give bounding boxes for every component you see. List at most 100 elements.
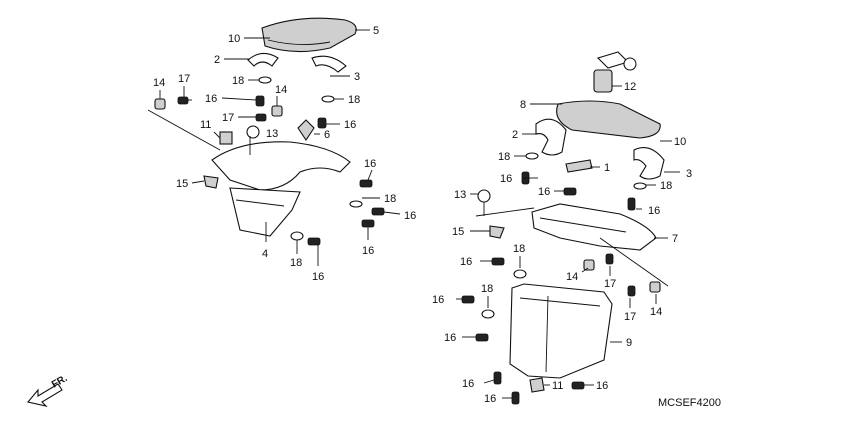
upper-cover: [211, 141, 351, 191]
washer-part-18: [349, 200, 363, 208]
front-direction-label: FR.: [50, 373, 70, 391]
callout-16: 16: [432, 294, 444, 306]
storage-box-part-4: [229, 187, 301, 237]
screw-part-16: [307, 237, 321, 246]
screw-part-16: [359, 179, 373, 188]
callout-4: 4: [262, 248, 268, 260]
callout-18: 18: [348, 94, 360, 106]
callout-14: 14: [275, 84, 287, 96]
callout-18: 18: [498, 151, 510, 163]
callout-7: 7: [672, 233, 678, 245]
callout-16: 16: [484, 393, 496, 405]
hinge-part-2: [535, 118, 567, 156]
callout-16: 16: [500, 173, 512, 185]
callout-16: 16: [362, 245, 374, 257]
nut-part-14: [154, 98, 166, 110]
lid-part-5: [261, 17, 357, 53]
callout-18: 18: [513, 243, 525, 255]
callout-11: 11: [200, 119, 211, 131]
key-lock-part-12: [593, 51, 637, 93]
callout-6: 6: [324, 129, 330, 141]
callout-16: 16: [312, 271, 324, 283]
callouts-right: 12 8 2 10 18 1 3 16 18 13 16 16 15 7 18 …: [432, 81, 692, 405]
washer-part-18: [633, 182, 647, 190]
callout-13: 13: [266, 128, 278, 140]
storage-box-part-9: [509, 283, 613, 379]
callout-2: 2: [512, 129, 518, 141]
callout-16: 16: [205, 93, 217, 105]
callout-16: 16: [344, 119, 356, 131]
callout-14: 14: [566, 271, 578, 283]
callout-13: 13: [454, 189, 466, 201]
callout-3: 3: [686, 168, 692, 180]
screw-part-17: [177, 96, 192, 105]
callouts-left: 10 5 2 18 3 18 14 17 16 14 17 13 11 16 6…: [153, 25, 416, 283]
callout-17: 17: [624, 311, 636, 323]
latch-part-1: [565, 159, 593, 173]
screw-part-16: [493, 371, 502, 385]
screw-part-17: [627, 285, 636, 297]
washer-part-18: [481, 309, 495, 319]
callout-17: 17: [604, 278, 616, 290]
callout-17: 17: [222, 112, 234, 124]
callout-16: 16: [364, 158, 376, 170]
clip-part-11: [529, 377, 545, 393]
callout-14: 14: [153, 77, 165, 89]
callout-18: 18: [232, 75, 244, 87]
hinge-part-2: [247, 52, 279, 67]
callout-9: 9: [626, 337, 632, 349]
screw-part-16: [491, 257, 505, 266]
washer-part-18: [321, 95, 335, 103]
callout-15: 15: [176, 178, 188, 190]
callout-16: 16: [596, 380, 608, 392]
callout-5: 5: [373, 25, 379, 37]
hinge-part-3: [311, 55, 347, 73]
callout-17: 17: [178, 73, 190, 85]
washer-part-18: [290, 231, 304, 241]
lid-part-8: [556, 100, 661, 139]
left-assembly: [147, 17, 401, 266]
callout-3: 3: [354, 71, 360, 83]
screw-part-16: [627, 197, 636, 211]
screw-part-16: [371, 207, 385, 216]
callout-14: 14: [650, 306, 662, 318]
screw-part-16: [511, 391, 520, 405]
screw-part-16: [461, 295, 475, 304]
clip-part-15: [489, 225, 505, 239]
callout-18: 18: [384, 193, 396, 205]
washer-part-18: [258, 76, 272, 84]
callout-16: 16: [462, 378, 474, 390]
callout-1: 1: [604, 162, 610, 174]
callout-15: 15: [452, 226, 464, 238]
callout-10: 10: [674, 136, 686, 148]
screw-part-16: [571, 381, 585, 390]
screw-part-17: [255, 113, 267, 122]
grommet-part-6: [297, 119, 315, 141]
callout-18: 18: [481, 283, 493, 295]
front-direction-arrow: FR.: [26, 373, 70, 407]
screw-part-17: [605, 253, 614, 265]
washer-part-18: [525, 152, 539, 160]
bolt-part-13: [246, 125, 260, 139]
diagram-code: MCSEF4200: [658, 397, 721, 409]
callout-11: 11: [552, 380, 563, 392]
callout-18: 18: [290, 257, 302, 269]
right-assembly: [456, 51, 680, 405]
screw-part-16: [475, 333, 489, 342]
screw-part-16: [317, 117, 327, 129]
nut-part-14: [649, 281, 661, 293]
callout-16: 16: [648, 205, 660, 217]
hinge-part-3: [633, 147, 665, 180]
nut-part-14: [583, 259, 595, 271]
nut-part-14: [271, 105, 283, 117]
callout-2: 2: [214, 54, 220, 66]
callout-8: 8: [520, 99, 526, 111]
callout-16: 16: [444, 332, 456, 344]
callout-10: 10: [228, 33, 240, 45]
bolt-part-13: [477, 189, 491, 203]
callout-16: 16: [460, 256, 472, 268]
screw-part-16: [255, 95, 265, 107]
washer-part-18: [513, 269, 527, 279]
screw-part-16: [361, 219, 375, 228]
